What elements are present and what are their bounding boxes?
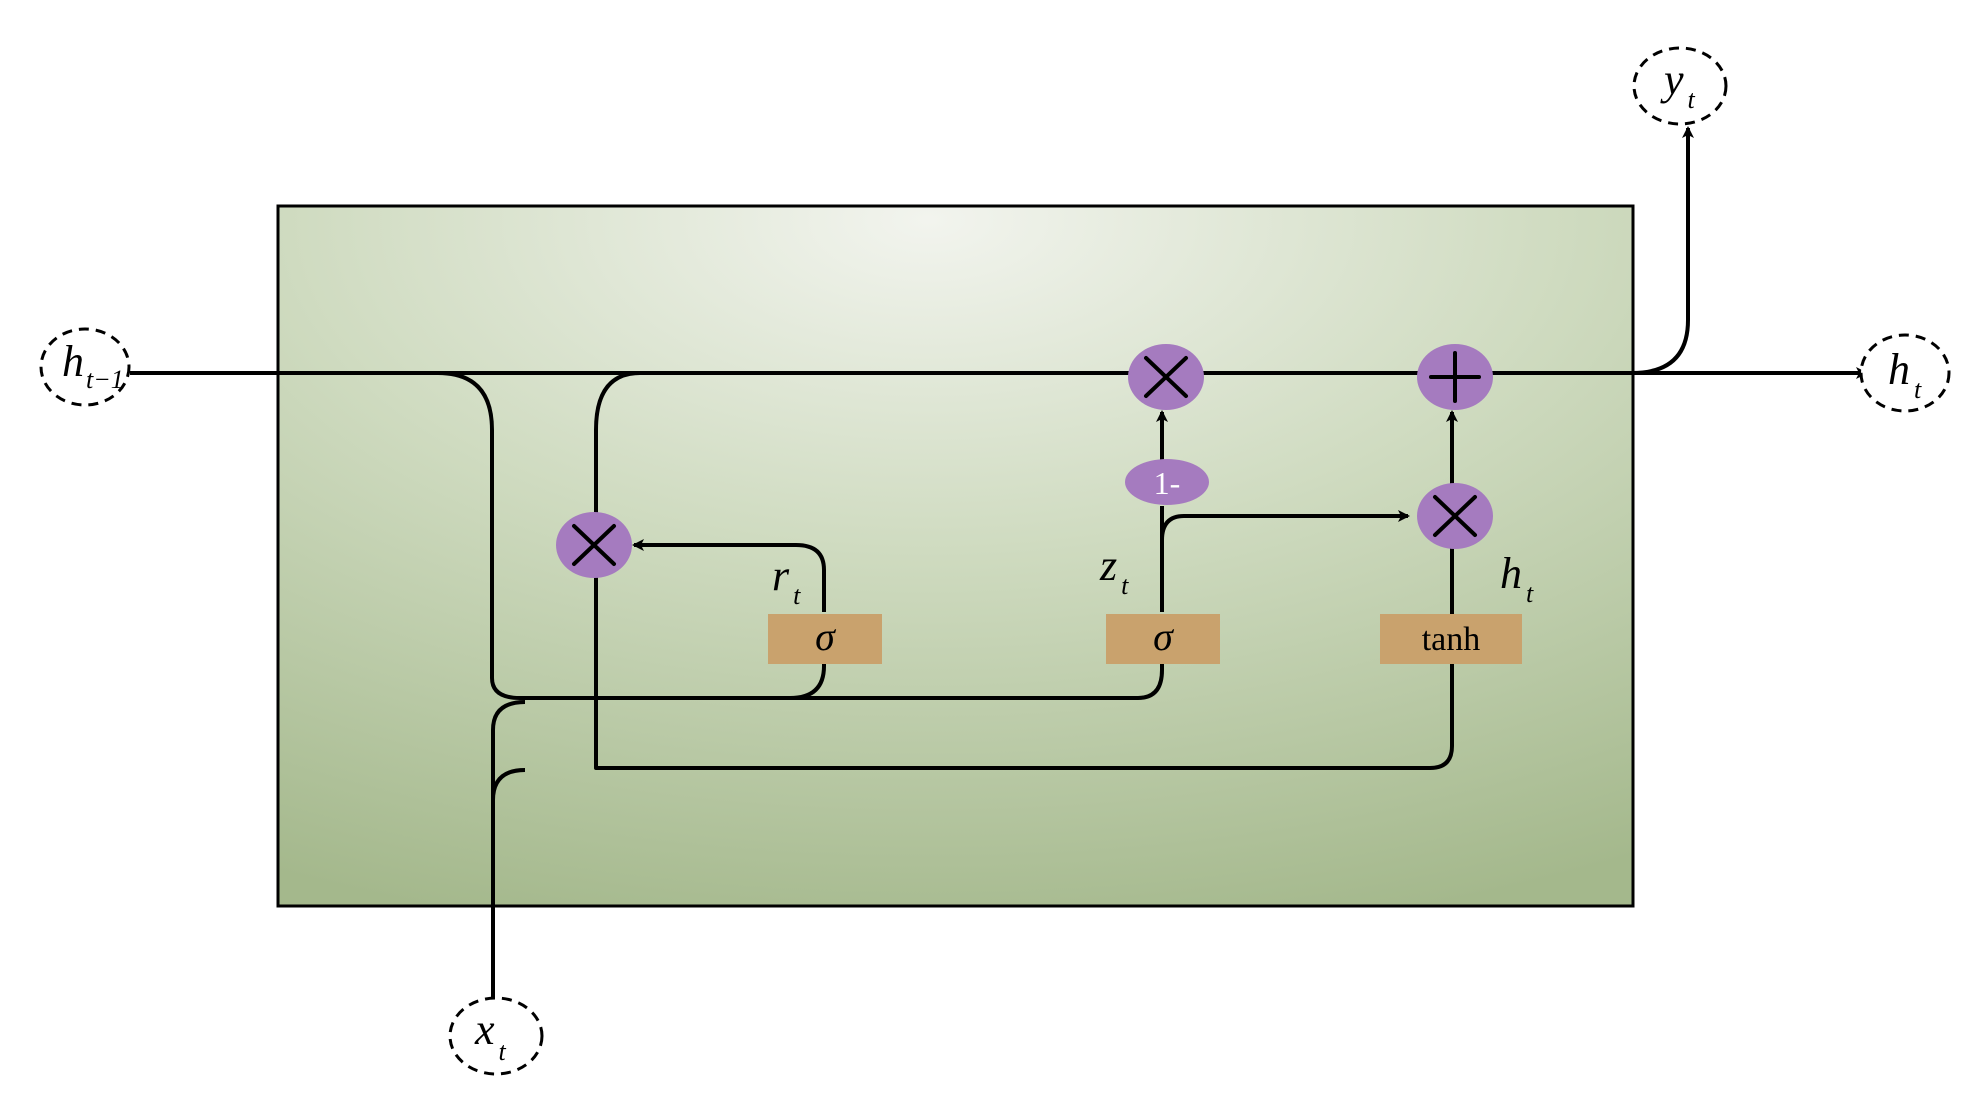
h-prev-to-gates <box>437 371 1164 700</box>
one-minus-label: 1- <box>1154 465 1181 501</box>
candidate-multiply-node <box>1417 483 1493 549</box>
add-node <box>1417 344 1493 410</box>
update-multiply-node <box>1128 344 1204 410</box>
h-prev-to-reset-mult <box>594 371 1454 770</box>
output-y-branch <box>1631 126 1694 375</box>
one-minus-node: 1- <box>1125 459 1209 505</box>
gru-cell-body <box>276 204 1635 908</box>
h-prev-input-node: ht−1 <box>39 327 131 407</box>
update-gate-symbol: σ <box>1153 614 1174 659</box>
update-gate-box <box>1106 614 1220 664</box>
x-input-line <box>491 700 526 1000</box>
reset-gate-input <box>789 618 826 700</box>
h-prev-label: ht−1 <box>62 337 124 394</box>
multiply-icon <box>1144 356 1188 398</box>
candidate-gate-box <box>1380 614 1522 664</box>
x-input-branch-2 <box>491 768 526 801</box>
candidate-gate-symbol: tanh <box>1422 621 1481 658</box>
multiply-icon <box>1433 495 1477 537</box>
multiply-icon <box>572 524 616 566</box>
reset-gate-output <box>632 539 826 612</box>
reset-multiply-node <box>556 512 632 578</box>
update-gate-to-candidate-mult <box>1160 510 1410 541</box>
plus-icon <box>1429 351 1481 403</box>
wires <box>130 126 1868 1000</box>
reset-gate-symbol: σ <box>815 614 836 659</box>
reset-gate-box <box>768 614 882 664</box>
